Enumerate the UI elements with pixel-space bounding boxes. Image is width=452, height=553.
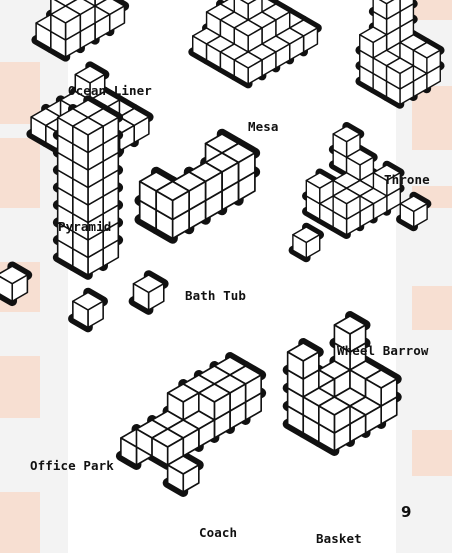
- mesa-label: Mesa: [248, 119, 279, 134]
- basket-label: Basket: [316, 531, 362, 546]
- wheel-barrow-label: Wheel Barrow: [337, 343, 429, 358]
- pyramid-label: Pyramid: [58, 219, 111, 234]
- throne-label: Throne: [384, 172, 430, 187]
- bath-tub-label: Bath Tub: [185, 288, 246, 303]
- cube: [319, 397, 350, 433]
- ocean-liner-label: Ocean Liner: [68, 83, 152, 98]
- office-park-label: Office Park: [30, 458, 114, 473]
- coach-label: Coach: [199, 525, 237, 540]
- cube: [288, 343, 319, 379]
- page-number: 9: [401, 503, 411, 521]
